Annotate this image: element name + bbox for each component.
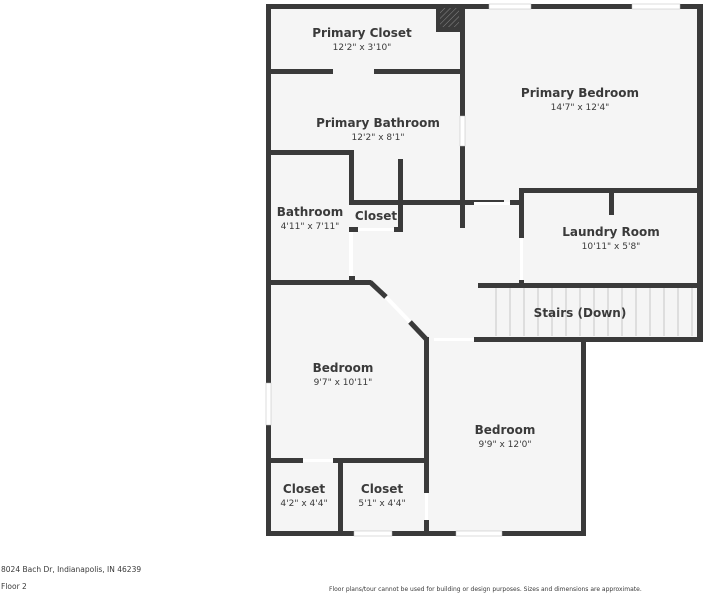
room-name: Closet (355, 209, 397, 223)
stairs (481, 286, 698, 338)
room-labels: Primary Closet 12'2" x 3'10" Primary Bed… (277, 26, 660, 509)
room-name: Closet (361, 482, 403, 496)
diagonal-wall (368, 280, 429, 342)
room-dims: 5'1" x 4'4" (358, 499, 405, 509)
room-name: Closet (283, 482, 325, 496)
disclaimer: Floor plans/tour cannot be used for buil… (329, 586, 642, 593)
room-dims: 10'11" x 5'8" (582, 242, 641, 252)
room-name: Primary Bathroom (316, 116, 440, 130)
room-dims: 12'2" x 8'1" (352, 133, 405, 143)
address: 8024 Bach Dr, Indianapolis, IN 46239 (1, 565, 142, 574)
room-name: Stairs (Down) (534, 306, 627, 320)
room-name: Laundry Room (562, 225, 660, 239)
room-name: Primary Bedroom (521, 86, 639, 100)
room-dims: 9'7" x 10'11" (314, 378, 373, 388)
room-dims: 14'7" x 12'4" (551, 103, 610, 113)
chimney-hatch (440, 8, 459, 27)
floor-label: Floor 2 (1, 582, 27, 591)
room-name: Bedroom (313, 361, 374, 375)
floor-fill (270, 8, 698, 532)
room-dims: 4'2" x 4'4" (280, 499, 327, 509)
room-name: Bathroom (277, 205, 343, 219)
room-dims: 4'11" x 7'11" (281, 222, 340, 232)
room-dims: 12'2" x 3'10" (333, 43, 392, 53)
room-dims: 9'9" x 12'0" (479, 440, 532, 450)
room-name: Primary Closet (312, 26, 412, 40)
room-name: Bedroom (475, 423, 536, 437)
windows (265, 3, 681, 537)
